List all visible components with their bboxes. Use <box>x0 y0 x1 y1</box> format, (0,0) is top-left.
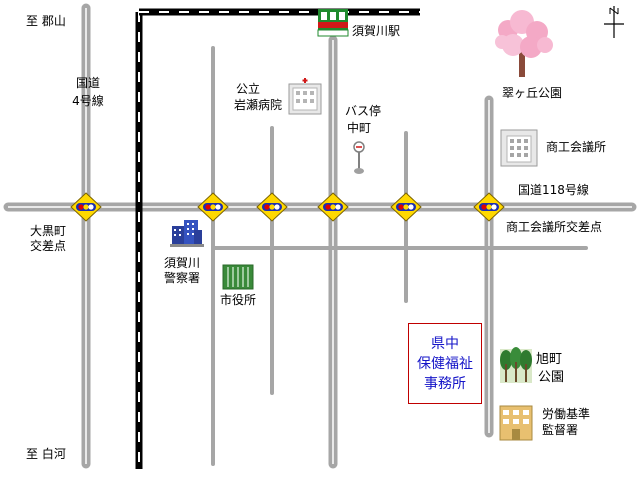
asahimachi-park-label-line2: 公園 <box>538 370 565 385</box>
oguromachi-label-line1: 大黒町 <box>30 224 67 238</box>
destination-line2: 保健福祉 <box>417 355 473 372</box>
bus-stop-label-line2: 中町 <box>347 121 372 135</box>
destination-line1: 県中 <box>431 335 459 352</box>
hospital-label-line2: 岩瀬病院 <box>234 98 283 112</box>
traffic-signal-icon <box>317 192 349 222</box>
sukagawa-station-label: 須賀川駅 <box>352 24 401 38</box>
police-label-line1: 須賀川 <box>164 256 201 270</box>
route-4-label-line2: 4号線 <box>72 94 104 108</box>
chamber-label: 商工会議所 <box>546 140 607 154</box>
minor-roads <box>211 46 588 466</box>
police-label-line2: 警察署 <box>164 271 201 285</box>
chamber-intersection-label: 商工会議所交差点 <box>506 220 603 234</box>
labor-office-label-line1: 労働基準 <box>542 407 591 421</box>
to-koriyama-label: 至 郡山 <box>26 14 66 28</box>
city-hall-label: 市役所 <box>220 293 257 307</box>
cherry-tree-icon <box>495 10 553 77</box>
hospital-label-line1: 公立 <box>236 82 261 96</box>
station-icon <box>317 9 349 37</box>
traffic-signal-icon <box>197 192 229 222</box>
to-shirakawa-label: 至 白河 <box>26 447 66 461</box>
police-building-icon <box>170 220 204 247</box>
asahimachi-park-label-line1: 旭町 <box>536 352 563 367</box>
destination-line3: 事務所 <box>424 375 466 392</box>
trees-park-icon <box>500 347 532 383</box>
traffic-signals <box>70 192 505 222</box>
oguromachi-label-line2: 交差点 <box>30 239 67 253</box>
north-arrow-icon <box>604 6 624 38</box>
railway <box>135 8 420 469</box>
traffic-signal-icon <box>256 192 288 222</box>
destination-office-box[interactable]: 県中 保健福祉 事務所 <box>408 323 482 404</box>
hospital-icon <box>288 78 322 115</box>
route-4-label-line1: 国道 <box>75 76 100 90</box>
bus-stop-icon <box>353 141 365 174</box>
labor-office-label-line2: 監督署 <box>542 423 579 437</box>
suigaoka-park-label: 翠ヶ丘公園 <box>502 86 563 100</box>
traffic-signal-icon <box>70 192 102 222</box>
city-hall-icon <box>222 264 254 290</box>
route-118-label: 国道118号線 <box>518 183 589 197</box>
labor-office-icon <box>499 405 533 441</box>
traffic-signal-icon <box>473 192 505 222</box>
traffic-signal-icon <box>390 192 422 222</box>
bus-stop-label-line1: バス停 <box>345 104 382 118</box>
chamber-building-icon <box>500 129 538 167</box>
